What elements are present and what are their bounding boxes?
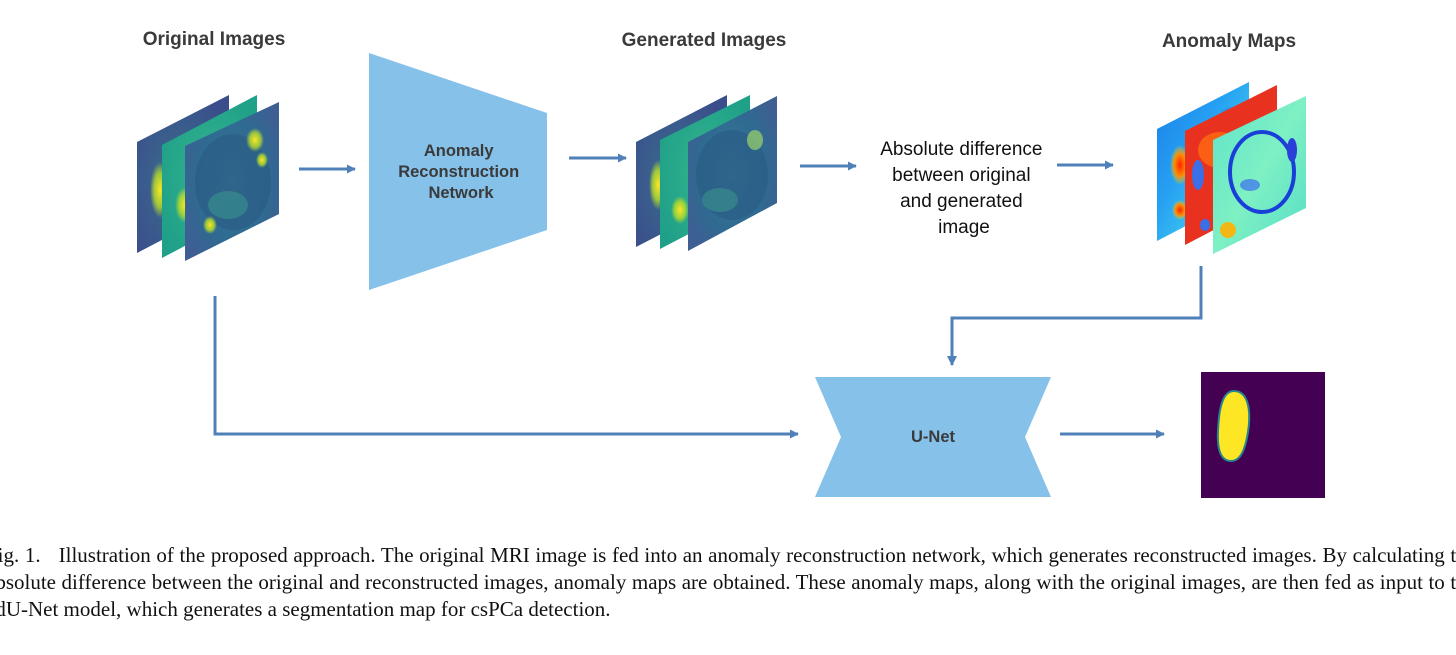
original-image-slice-3	[185, 102, 279, 261]
pipeline-diagram: Original Images Generated Images Anomaly…	[137, 29, 1325, 498]
reconstruction-network-label-line-3: Network	[428, 184, 494, 202]
absolute-difference-line-2: between original	[892, 165, 1030, 186]
reconstruction-network-label-line-2: Reconstruction	[398, 163, 519, 181]
generated-images-header: Generated Images	[622, 30, 787, 51]
unet-block	[815, 377, 1051, 497]
figure-caption: Fig. 1.Illustration of the proposed appr…	[0, 542, 1456, 623]
original-images-header: Original Images	[143, 29, 286, 50]
anomaly-reconstruction-network	[369, 53, 547, 290]
reconstruction-network-label-line-1: Anomaly	[424, 142, 495, 160]
anomaly-map-3	[1213, 96, 1306, 254]
reconstruction-network-label: Anomaly Reconstruction Network	[398, 142, 524, 202]
generated-images-stack	[636, 95, 777, 251]
absolute-difference-line-4: image	[938, 217, 990, 238]
original-images-stack	[137, 95, 279, 261]
generated-image-slice-3	[688, 96, 777, 251]
anomaly-maps-stack	[1157, 82, 1306, 254]
lesion-mask	[1216, 389, 1251, 463]
absolute-difference-line-1: Absolute difference	[880, 139, 1042, 160]
figure-label: Fig. 1.	[0, 543, 41, 567]
figure-caption-text: Illustration of the proposed approach. T…	[0, 543, 1456, 621]
anomaly-maps-header: Anomaly Maps	[1162, 31, 1296, 52]
unet-label: U-Net	[911, 428, 956, 446]
arrow-anomaly-maps-to-unet	[947, 266, 1203, 366]
absolute-difference-label: Absolute difference between original and…	[880, 139, 1048, 238]
segmentation-map-output	[1201, 372, 1325, 498]
absolute-difference-line-3: and generated	[900, 191, 1023, 212]
arrow-original-to-unet	[213, 296, 799, 439]
